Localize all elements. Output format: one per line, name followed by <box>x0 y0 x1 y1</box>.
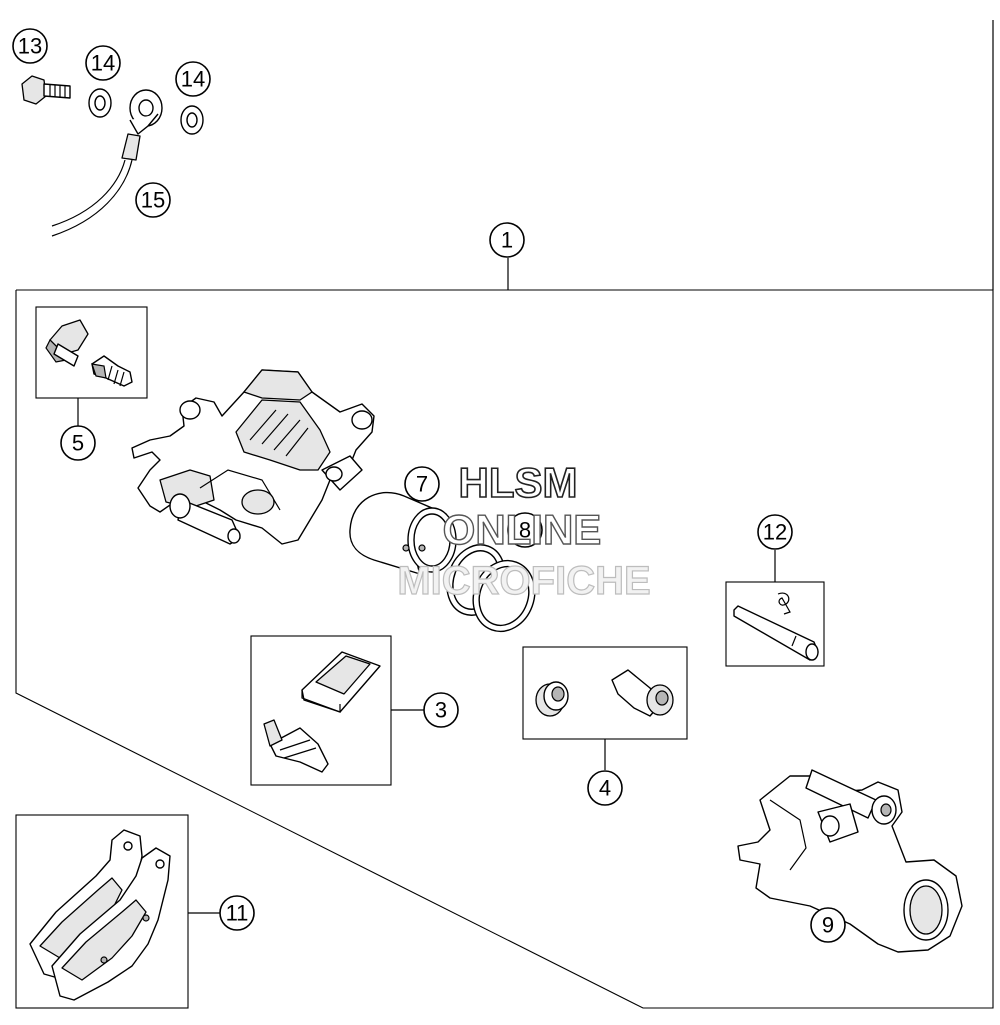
pad-pin-kit-box <box>725 550 825 667</box>
sealing-washer-left <box>88 88 112 118</box>
callout-4-label: 4 <box>599 776 611 801</box>
caliper-assembly-frame <box>15 20 994 1009</box>
callout-1-label: 1 <box>501 228 513 253</box>
callout-14-right: 14 <box>175 61 211 97</box>
sealing-washer-right <box>180 105 204 135</box>
watermark: HLSM ONLINE MICROFICHE <box>397 458 652 603</box>
callout-3: 3 <box>423 692 459 728</box>
callout-9-label: 9 <box>822 913 834 938</box>
callout-11: 11 <box>219 895 255 931</box>
callout-12: 12 <box>757 514 793 550</box>
callout-11-label: 11 <box>226 901 249 926</box>
callout-3-label: 3 <box>435 698 447 723</box>
slide-boot-kit-box <box>522 646 688 770</box>
caliper-piston <box>349 491 457 575</box>
callout-5: 5 <box>60 425 96 461</box>
caliper-support-bracket <box>737 769 963 953</box>
callout-8: 8 <box>507 512 543 548</box>
brake-pads-box <box>15 814 220 1009</box>
banjo-bolt <box>21 75 71 105</box>
callout-7: 7 <box>404 466 440 502</box>
callout-7-label: 7 <box>416 472 428 497</box>
caliper-body <box>131 369 375 545</box>
callout-4: 4 <box>587 770 623 806</box>
callout-12-label: 12 <box>763 520 787 545</box>
callout-5-label: 5 <box>72 431 84 456</box>
callout-1: 1 <box>489 222 525 258</box>
callout-13-label: 13 <box>18 34 42 59</box>
callout-15-label: 15 <box>141 188 165 213</box>
watermark-line-2: ONLINE <box>443 506 602 553</box>
callout-9: 9 <box>810 907 846 943</box>
brake-line <box>51 89 163 237</box>
watermark-line-1: HLSM <box>459 459 578 506</box>
callout-8-label: 8 <box>519 518 531 543</box>
callout-14-right-label: 14 <box>181 67 205 92</box>
callout-14-left-label: 14 <box>91 51 115 76</box>
callout-13: 13 <box>12 28 48 64</box>
bleeder-kit-box <box>35 306 148 426</box>
pad-spring-kit-box <box>250 635 424 786</box>
callout-14-left: 14 <box>85 45 121 81</box>
watermark-line-3: MICROFICHE <box>397 559 650 603</box>
piston-seal-rings <box>446 544 536 633</box>
callout-15: 15 <box>135 182 171 218</box>
